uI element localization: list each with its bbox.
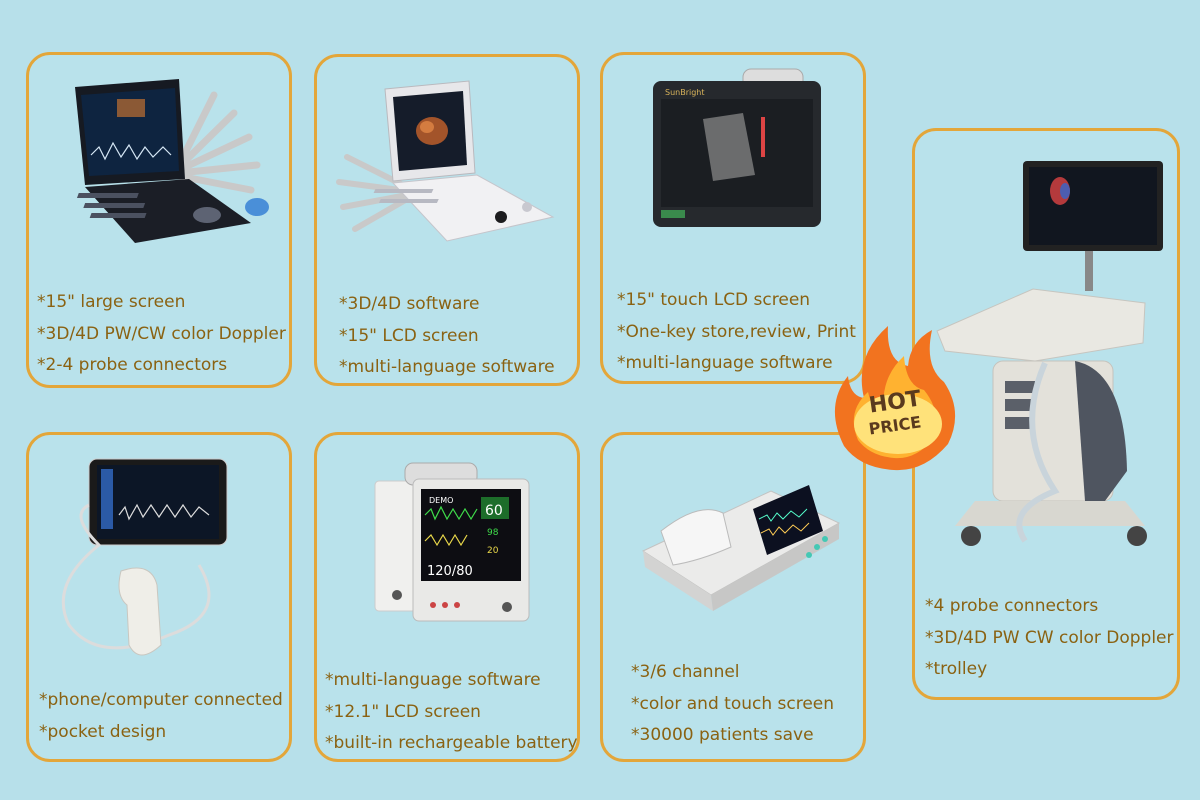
feature-text: *3D/4D PW/CW color Doppler xyxy=(37,323,286,344)
product-card-laptop-doppler: *15" large screen *3D/4D PW/CW color Dop… xyxy=(26,52,292,388)
feature-text: *multi-language software xyxy=(617,353,833,373)
feature-text: *One-key store,review, Print xyxy=(617,321,856,342)
feature-list: *15" large screen *3D/4D PW/CW color Dop… xyxy=(37,287,289,382)
product-card-touch-tablet: SunBright *15" touch LCD screen *One-key… xyxy=(600,52,866,384)
feature-text: *3D/4D PW CW color Doppler xyxy=(925,627,1174,648)
trolley-ultrasound-image xyxy=(936,161,1163,546)
monitor-nibp-value: 120/80 xyxy=(427,564,473,579)
product-card-ecg: *3/6 channel *color and touch screen *30… xyxy=(600,432,866,762)
feature-text: *pocket design xyxy=(39,721,167,742)
hot-price-badge: HOT PRICE xyxy=(824,316,966,476)
feature-text: *15" LCD screen xyxy=(339,325,479,346)
flame-icon xyxy=(834,326,956,471)
monitor-hr-value: 60 xyxy=(485,503,503,519)
feature-text: *30000 patients save xyxy=(631,725,814,745)
feature-list: *4 probe connectors *3D/4D PW CW color D… xyxy=(925,591,1177,686)
feature-list: *3/6 channel *color and touch screen *30… xyxy=(631,657,863,752)
product-card-pocket: *phone/computer connected *pocket design xyxy=(26,432,292,762)
laptop-ultrasound-image xyxy=(75,79,269,243)
feature-list: *3D/4D software *15" LCD screen *multi-l… xyxy=(339,289,577,384)
product-card-laptop-3d: *3D/4D software *15" LCD screen *multi-l… xyxy=(314,54,580,386)
feature-text: *phone/computer connected xyxy=(39,690,283,710)
touch-ultrasound-image: SunBright xyxy=(653,68,821,227)
laptop-3d-ultrasound-image xyxy=(336,80,555,242)
feature-text: *15" large screen xyxy=(37,292,186,312)
feature-text: *15" touch LCD screen xyxy=(617,290,811,310)
patient-monitor-image: DEMO 60 98 20 120/80 xyxy=(374,462,530,622)
feature-text: *4 probe connectors xyxy=(925,596,1099,616)
tablet-brand-text: SunBright xyxy=(665,88,705,97)
product-card-trolley: *4 probe connectors *3D/4D PW CW color D… xyxy=(912,128,1180,700)
ecg-machine-image xyxy=(641,485,841,611)
feature-text: *multi-language software xyxy=(325,670,541,690)
feature-text: *color and touch screen xyxy=(631,693,835,714)
feature-list: *15" touch LCD screen *One-key store,rev… xyxy=(617,285,863,380)
monitor-spo2-value: 98 xyxy=(487,528,499,538)
feature-text: *trolley xyxy=(925,659,988,679)
feature-text: *built-in rechargeable battery xyxy=(325,733,578,753)
product-card-monitor: DEMO 60 98 20 120/80 *multi-language sof… xyxy=(314,432,580,762)
monitor-resp-value: 20 xyxy=(487,546,499,556)
feature-text: *2-4 probe connectors xyxy=(37,355,228,375)
feature-list: *multi-language software *12.1" LCD scre… xyxy=(325,665,578,760)
feature-text: *3/6 channel xyxy=(631,662,740,682)
feature-list: *phone/computer connected *pocket design xyxy=(39,685,289,748)
monitor-brand-text: DEMO xyxy=(429,496,453,505)
pocket-ultrasound-image xyxy=(61,458,228,656)
feature-text: *multi-language software xyxy=(339,357,555,377)
feature-text: *3D/4D software xyxy=(339,294,480,314)
feature-text: *12.1" LCD screen xyxy=(325,701,481,722)
